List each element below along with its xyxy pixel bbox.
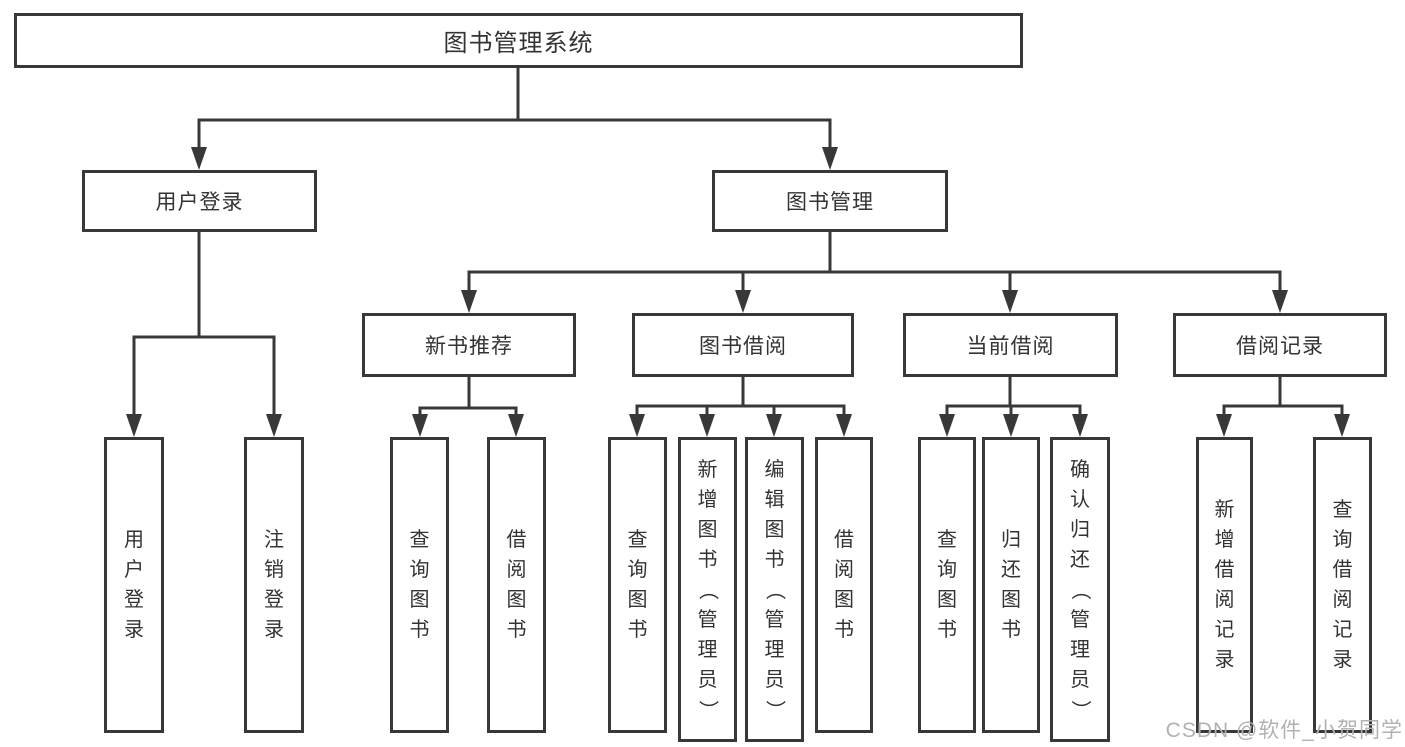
csdn-watermark: CSDN @软件_小贺同学 <box>1165 719 1403 742</box>
leaf-edit-books-admin: 编辑图书（管理员） <box>745 437 804 742</box>
leaf-add-borrow-record: 新增借阅记录 <box>1196 437 1253 733</box>
node-new-book-recommendation: 新书推荐 <box>362 313 576 377</box>
leaf-borrow-books-recommend: 借阅图书 <box>487 437 546 733</box>
leaf-query-books-current: 查询图书 <box>918 437 976 733</box>
node-current-borrowing: 当前借阅 <box>903 313 1118 377</box>
node-label: 新书推荐 <box>425 335 513 358</box>
node-label: 借阅记录 <box>1236 335 1324 358</box>
node-book-management: 图书管理 <box>712 170 948 232</box>
node-borrowing-records: 借阅记录 <box>1173 313 1387 377</box>
leaf-confirm-return-admin: 确认归还（管理员） <box>1050 437 1110 742</box>
node-book-borrowing: 图书借阅 <box>632 313 854 377</box>
node-library-management-system: 图书管理系统 <box>14 13 1023 68</box>
node-label: 用户登录 <box>155 191 244 214</box>
leaf-user-login: 用户登录 <box>104 437 164 733</box>
leaf-borrow-books: 借阅图书 <box>815 437 873 733</box>
node-user-login: 用户登录 <box>82 170 317 232</box>
leaf-query-books-recommend: 查询图书 <box>390 437 449 733</box>
leaf-return-books: 归还图书 <box>982 437 1040 733</box>
leaf-query-books-borrowing: 查询图书 <box>608 437 667 733</box>
node-label: 当前借阅 <box>966 335 1055 358</box>
leaf-add-books-admin: 新增图书（管理员） <box>678 437 737 742</box>
leaf-query-borrow-record: 查询借阅记录 <box>1313 437 1372 733</box>
node-label: 图书管理系统 <box>443 30 594 57</box>
node-label: 图书借阅 <box>699 335 787 358</box>
leaf-logout: 注销登录 <box>244 437 304 733</box>
node-label: 图书管理 <box>786 191 874 214</box>
